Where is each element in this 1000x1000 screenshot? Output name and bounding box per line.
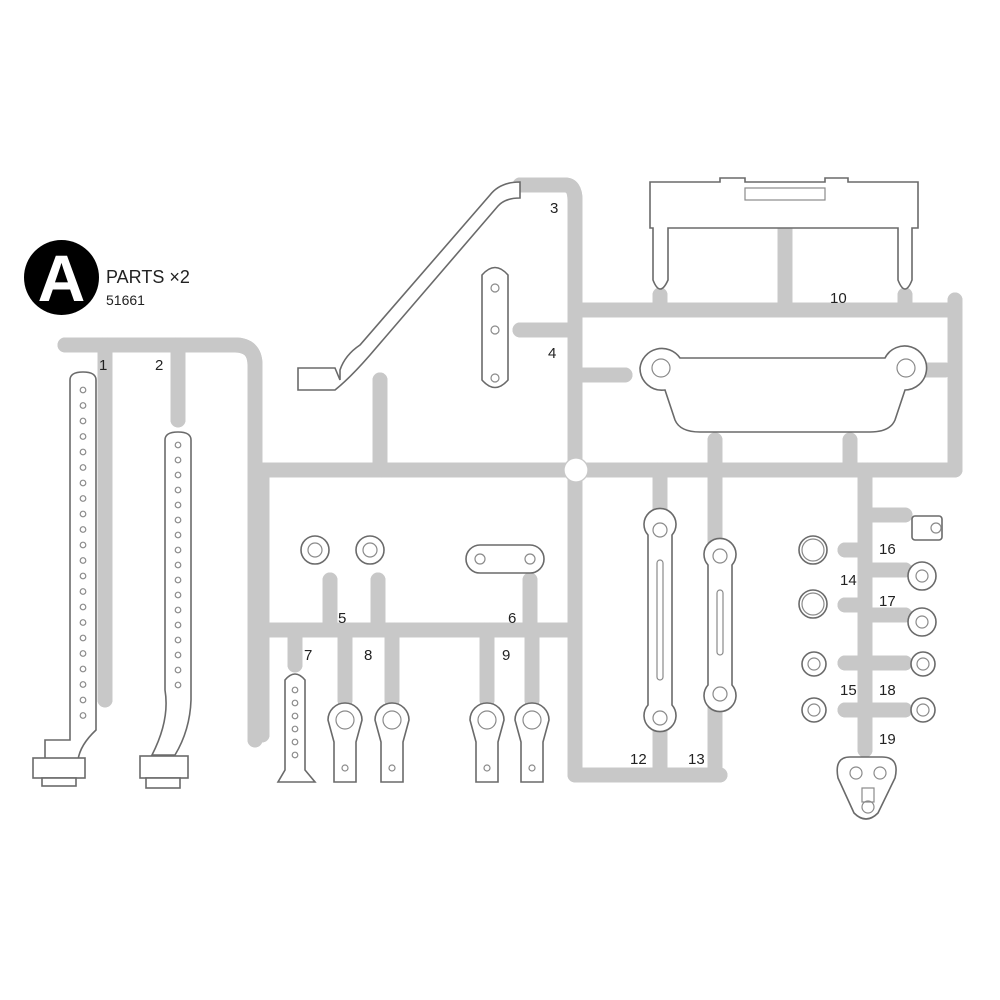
label-5: 5: [338, 610, 346, 627]
sprue-letter-badge: A: [24, 240, 99, 315]
mounting-hole: [174, 621, 182, 629]
part-4: [481, 266, 509, 389]
sprue-letter: A: [37, 241, 86, 315]
part-13: [703, 537, 737, 713]
mounting-hole: [79, 479, 87, 487]
mounting-hole: [79, 619, 87, 626]
mounting-hole: [174, 651, 182, 659]
mounting-hole: [174, 546, 182, 554]
mounting-hole: [174, 576, 182, 584]
mounting-hole: [174, 591, 182, 599]
label-19: 19: [879, 731, 896, 748]
mounting-hole: [174, 516, 182, 524]
mounting-hole: [291, 725, 299, 733]
mounting-hole: [79, 712, 87, 719]
mounting-hole: [291, 686, 299, 694]
mounting-hole: [79, 402, 87, 409]
mounting-hole: [79, 541, 87, 549]
label-9: 9: [502, 647, 510, 664]
part-10: [639, 177, 928, 433]
label-10: 10: [830, 290, 847, 307]
part-3: [297, 181, 521, 391]
mounting-hole: [174, 561, 182, 569]
label-7: 7: [304, 647, 312, 664]
parts-count-label: PARTS ×2: [106, 267, 190, 287]
part-1: [32, 371, 97, 787]
label-4: 4: [548, 345, 556, 362]
label-6: 6: [508, 610, 516, 627]
mounting-hole: [79, 665, 87, 673]
kit-part-number: 51661: [106, 292, 145, 308]
mounting-hole: [79, 386, 87, 394]
label-18: 18: [879, 682, 896, 699]
mounting-hole: [174, 441, 182, 449]
label-12: 12: [630, 751, 647, 768]
mounting-hole: [79, 634, 87, 642]
label-3: 3: [550, 200, 558, 217]
mounting-hole: [79, 681, 87, 688]
mounting-hole: [79, 588, 87, 595]
mounting-hole: [79, 603, 87, 611]
mounting-hole: [174, 531, 182, 539]
mounting-hole: [174, 681, 182, 689]
mounting-hole: [79, 526, 87, 533]
rod-end: [469, 702, 505, 783]
label-14: 14: [840, 572, 857, 589]
label-13: 13: [688, 751, 705, 768]
label-1: 1: [99, 357, 107, 374]
part-6: [465, 544, 545, 574]
mounting-hole: [291, 751, 299, 759]
mounting-hole: [174, 471, 182, 479]
mounting-hole: [79, 417, 87, 425]
rod-end: [374, 702, 410, 783]
part-19: [836, 756, 897, 820]
label-15: 15: [840, 682, 857, 699]
mounting-hole: [79, 433, 87, 440]
mounting-hole: [79, 510, 87, 518]
label-8: 8: [364, 647, 372, 664]
parts-14-18-washers: [798, 515, 943, 723]
mounting-hole: [174, 636, 182, 644]
label-16: 16: [879, 541, 896, 558]
mounting-hole: [79, 448, 87, 456]
part-12: [643, 507, 677, 733]
mounting-hole: [79, 557, 87, 564]
mounting-hole: [174, 501, 182, 509]
mounting-hole: [79, 495, 87, 502]
mounting-hole: [291, 712, 299, 720]
mounting-hole: [291, 738, 299, 746]
mounting-hole: [174, 606, 182, 614]
mounting-hole: [291, 699, 299, 707]
rod-end: [327, 702, 363, 783]
part-5: [300, 535, 385, 565]
mounting-hole: [79, 696, 87, 704]
mounting-hole: [79, 464, 87, 471]
mounting-hole: [174, 486, 182, 494]
label-17: 17: [879, 593, 896, 610]
mounting-hole: [79, 650, 87, 657]
mounting-hole: [174, 456, 182, 464]
runner-frame: [57, 177, 963, 783]
part-7: [276, 673, 317, 783]
part-number-labels: 1 2 3 4 5 6 7 8 9 10 12 13 14 15 16 17 1…: [99, 200, 896, 768]
label-2: 2: [155, 357, 163, 374]
parts-8-9: [327, 702, 550, 783]
mounting-hole: [174, 666, 182, 674]
rod-end: [514, 702, 550, 783]
mounting-hole: [79, 572, 87, 580]
part-2: [139, 431, 192, 789]
